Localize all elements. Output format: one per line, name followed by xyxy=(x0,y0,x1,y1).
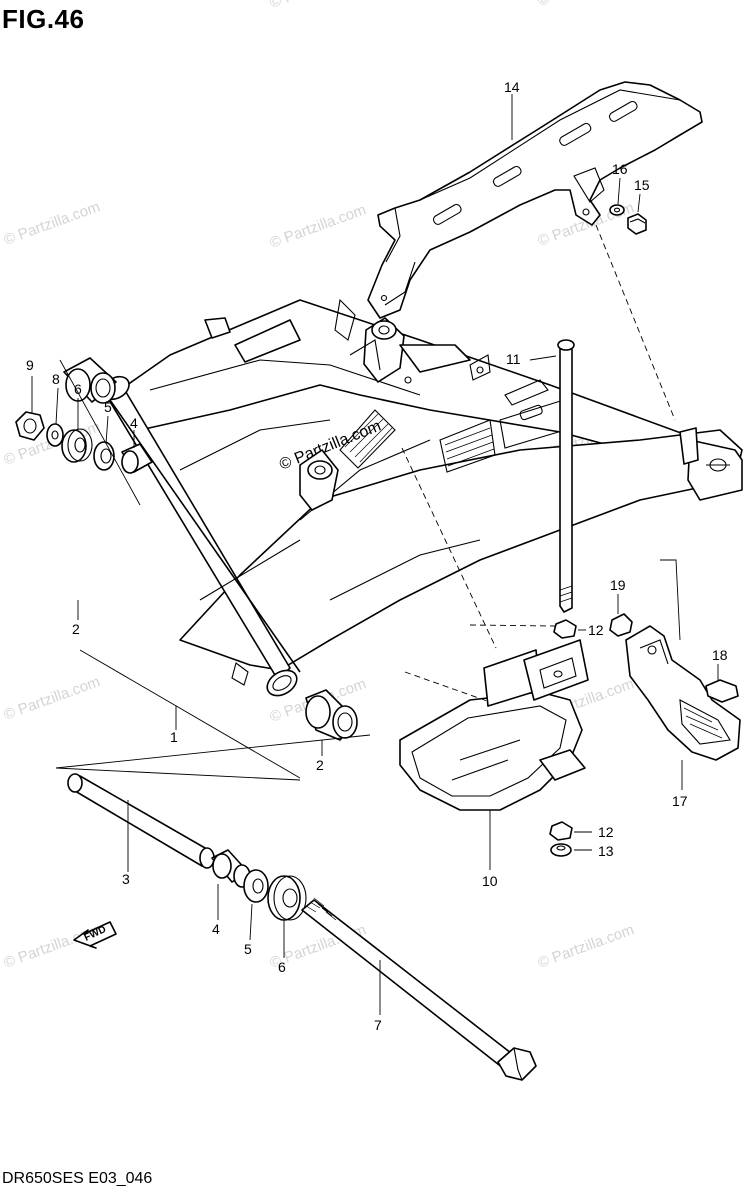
bolt-18 xyxy=(705,679,739,703)
callout-11: 11 xyxy=(506,351,521,367)
chain-guide-plate-17 xyxy=(625,625,741,761)
pivot-sleeve-3 xyxy=(67,773,215,869)
callout-18: 18 xyxy=(712,647,728,663)
watermark: © Partzilla.com xyxy=(268,201,369,252)
callout-8: 8 xyxy=(52,371,60,387)
nut-12-lower xyxy=(549,821,573,841)
chain-guide-10 xyxy=(399,639,589,811)
nut-9 xyxy=(15,411,45,441)
callout-15: 15 xyxy=(634,177,650,193)
callout-2: 2 xyxy=(316,757,324,773)
callout-3: 3 xyxy=(122,871,130,887)
forward-arrow-icon: FWD xyxy=(73,921,117,949)
bolt-11 xyxy=(557,339,575,613)
callout-19: 19 xyxy=(610,577,626,593)
leader-lines xyxy=(31,94,719,1015)
seal-6-upper xyxy=(61,428,93,463)
callout-4: 4 xyxy=(212,921,220,937)
washer-5-lower xyxy=(243,869,269,903)
washer-5-upper xyxy=(93,441,115,471)
callout-7: 7 xyxy=(374,1017,382,1033)
swingarm xyxy=(102,298,743,697)
callout-5: 5 xyxy=(244,941,252,957)
callout-10: 10 xyxy=(482,873,498,889)
callout-9: 9 xyxy=(26,357,34,373)
callout-13: 13 xyxy=(598,843,614,859)
washer-16 xyxy=(609,204,625,216)
figure-title: FIG.46 xyxy=(2,4,85,34)
chain-case xyxy=(367,81,703,319)
washer-8 xyxy=(46,423,64,447)
bolt-15 xyxy=(627,213,647,235)
figure-code: DR650SES E03_046 xyxy=(2,1170,153,1187)
callout-16: 16 xyxy=(612,161,628,177)
watermark: © Partzilla.com xyxy=(2,198,103,249)
callout-14: 14 xyxy=(504,79,520,95)
callout-1: 1 xyxy=(170,729,178,745)
watermark: © Partzilla.com xyxy=(268,0,369,12)
callout-5: 5 xyxy=(104,399,112,415)
bolt-19 xyxy=(609,613,633,637)
callout-12: 12 xyxy=(598,824,614,840)
nut-12-upper xyxy=(553,619,577,639)
nut-13 xyxy=(550,843,572,857)
bearing-2-upper xyxy=(63,357,117,404)
callout-6: 6 xyxy=(74,381,82,397)
callout-4: 4 xyxy=(130,415,138,431)
bushing-4-upper xyxy=(121,443,153,474)
callout-2: 2 xyxy=(72,621,80,637)
callout-labels: 14 16 15 9 8 6 5 4 2 1 2 3 4 5 6 7 10 11… xyxy=(26,79,728,1033)
callout-17: 17 xyxy=(672,793,688,809)
watermark: © Partzilla.com xyxy=(536,0,637,10)
bearing-2-lower xyxy=(305,689,358,741)
pivot-bolt-7 xyxy=(301,897,537,1081)
seal-6-lower xyxy=(267,875,307,921)
callout-12: 12 xyxy=(588,622,604,638)
watermark: © Partzilla.com xyxy=(536,921,637,972)
watermark: © Partzilla.com xyxy=(2,673,103,724)
watermark: © Partzilla.com xyxy=(2,921,103,972)
callout-6: 6 xyxy=(278,959,286,975)
